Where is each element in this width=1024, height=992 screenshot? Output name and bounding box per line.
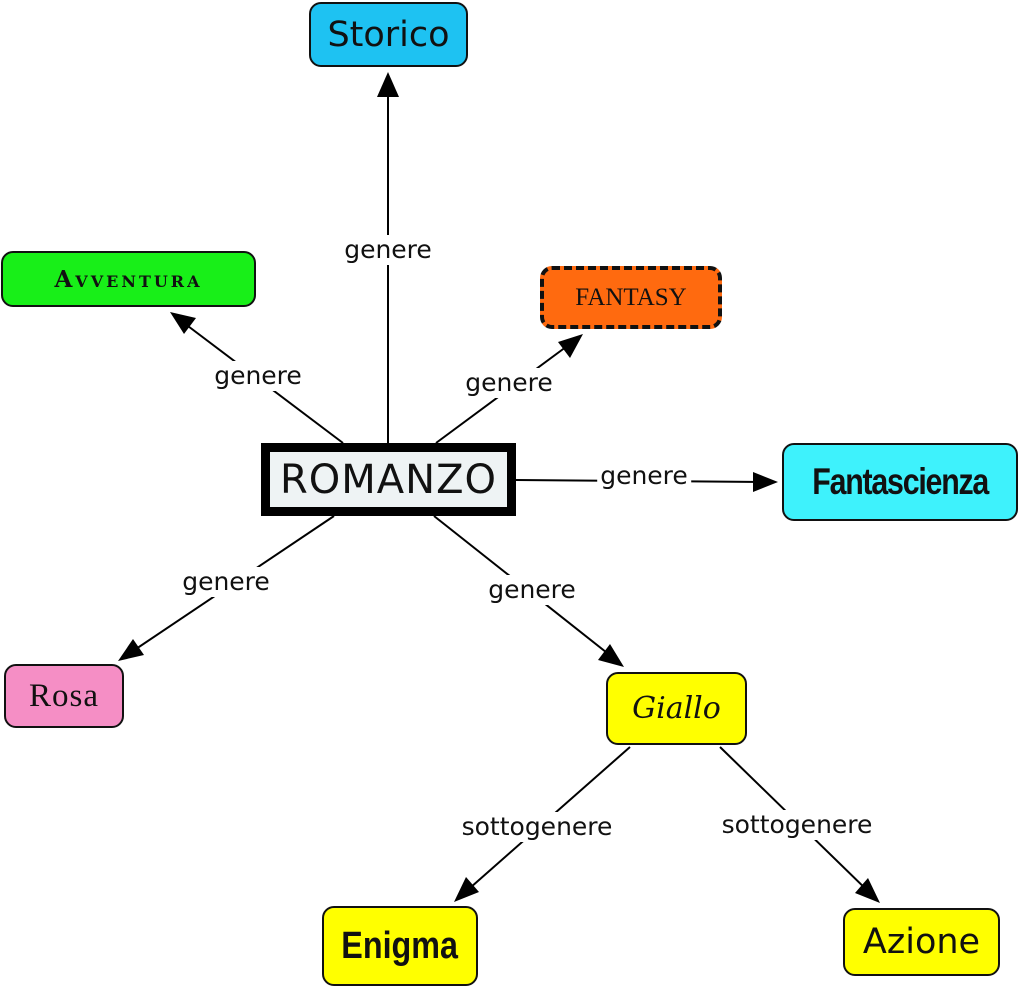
link-label-avventura: genere <box>211 361 305 391</box>
node-rosa-label: Rosa <box>29 677 99 714</box>
arrowhead-enigma <box>454 877 479 902</box>
link-label-enigma: sottogenere <box>458 812 616 842</box>
arrowhead-storico <box>377 72 399 97</box>
node-rosa[interactable]: Rosa <box>4 664 124 728</box>
node-azione[interactable]: Azione <box>843 908 1000 976</box>
node-azione-label: Azione <box>862 922 981 962</box>
link-label-giallo: genere <box>485 575 579 605</box>
link-label-storico: genere <box>341 235 435 265</box>
node-storico-label: Storico <box>327 14 450 55</box>
node-giallo[interactable]: Giallo <box>606 672 747 745</box>
node-giallo-label: Giallo <box>632 691 721 726</box>
node-fantasy-label: FANTASY <box>575 283 687 311</box>
arrowhead-fantasy <box>558 334 583 358</box>
node-avventura[interactable]: Avventura <box>1 251 256 307</box>
node-romanzo-label: ROMANZO <box>280 456 497 503</box>
node-fantascienza-label: Fantascienza <box>812 461 989 502</box>
node-avventura-label: Avventura <box>54 265 203 293</box>
node-storico[interactable]: Storico <box>309 2 468 67</box>
arrowhead-avventura <box>170 312 196 334</box>
link-label-fantasy: genere <box>462 368 556 398</box>
arrowhead-giallo <box>598 644 624 667</box>
arrowhead-fantascienza <box>753 472 778 492</box>
arrowhead-rosa <box>118 639 144 661</box>
node-enigma[interactable]: Enigma <box>322 906 478 986</box>
node-fantasy[interactable]: FANTASY <box>540 266 722 329</box>
link-label-fantascienza: genere <box>597 461 691 491</box>
node-romanzo[interactable]: ROMANZO <box>261 443 516 516</box>
node-fantascienza[interactable]: Fantascienza <box>782 443 1018 521</box>
link-label-rosa: genere <box>179 567 273 597</box>
node-enigma-label: Enigma <box>341 924 459 967</box>
arrowhead-azione <box>855 878 880 903</box>
link-label-azione: sottogenere <box>718 810 876 840</box>
